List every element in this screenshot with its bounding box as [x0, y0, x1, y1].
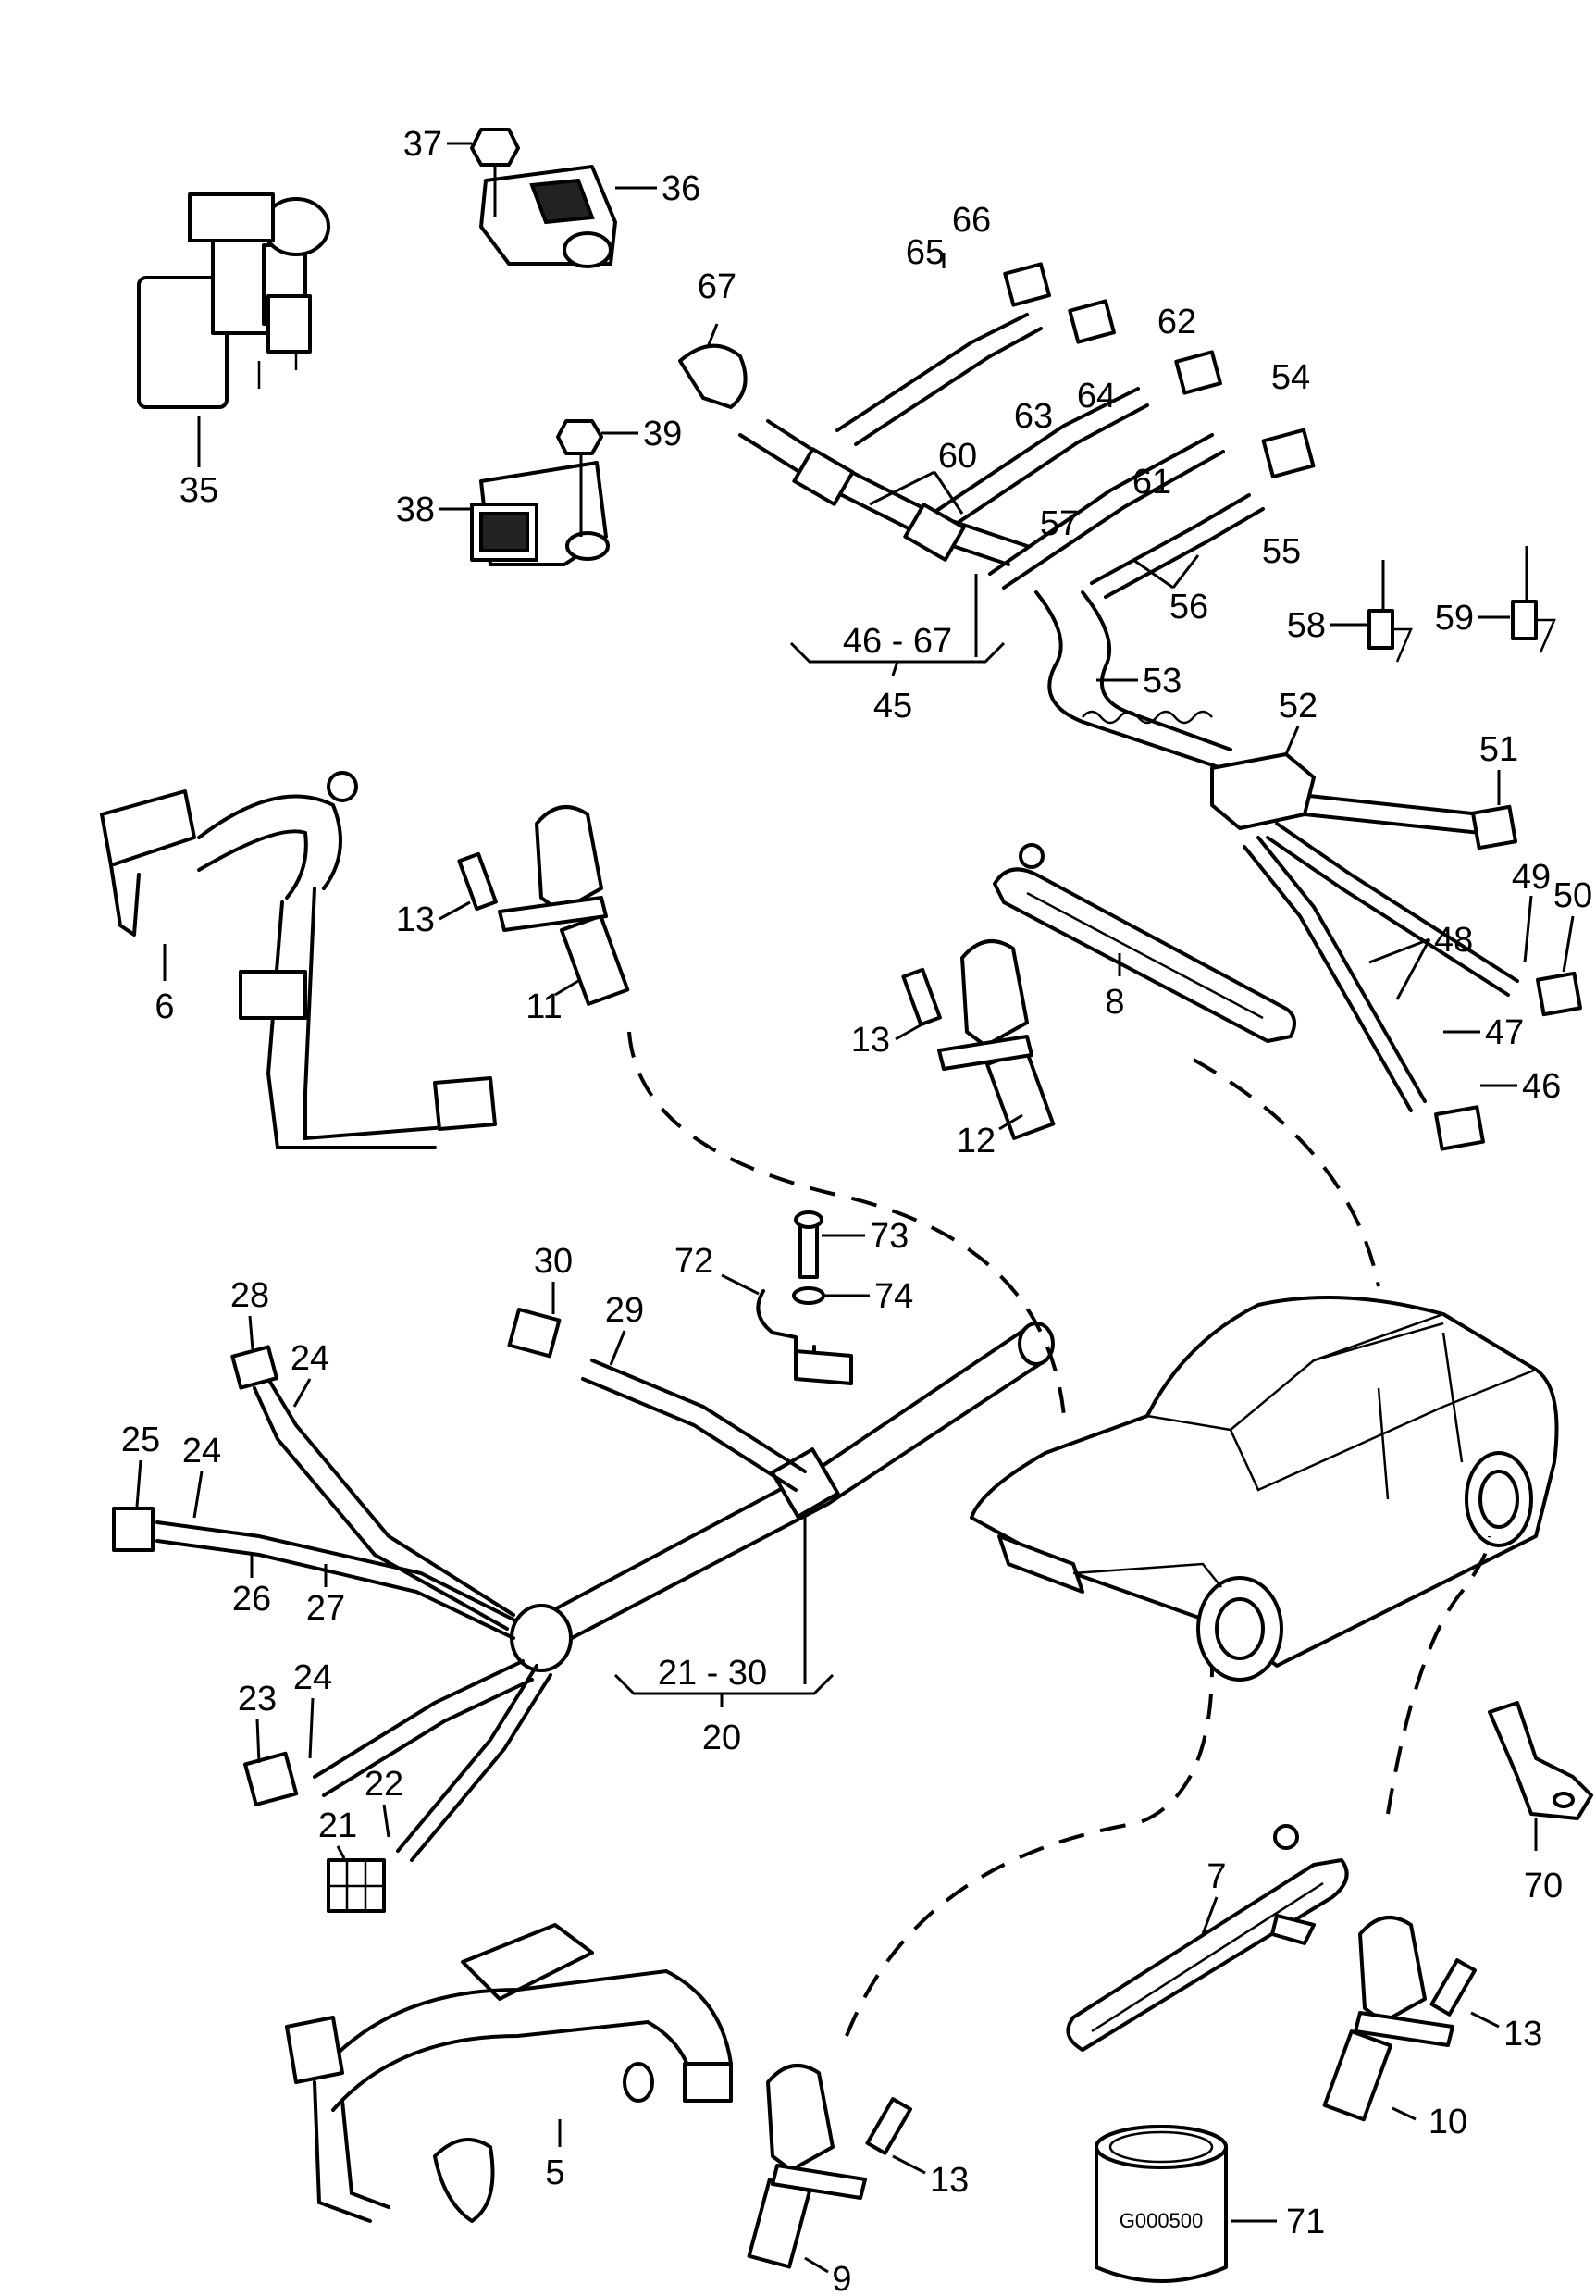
- callout-60: 60: [938, 437, 977, 476]
- sensor-10[interactable]: [1322, 1916, 1454, 2122]
- callout-38: 38: [396, 490, 435, 529]
- nut-37[interactable]: [470, 128, 520, 217]
- callout-8: 8: [1105, 983, 1124, 1022]
- callout-73: 73: [870, 1217, 909, 1256]
- callout-53: 53: [1143, 662, 1182, 701]
- callout-9: 9: [832, 2260, 851, 2296]
- callout-47: 47: [1485, 1013, 1524, 1052]
- callout-23: 23: [238, 1680, 277, 1719]
- callout-13-b: 13: [851, 1021, 890, 1060]
- car-outline: [970, 1296, 1559, 1682]
- leader-dashed-10: [1386, 1535, 1491, 1815]
- grease-can-label: G000500: [1120, 2209, 1204, 2232]
- callout-63: 63: [1014, 397, 1053, 436]
- callout-24-c: 24: [293, 1658, 332, 1697]
- callout-51: 51: [1479, 730, 1518, 769]
- callout-11: 11: [526, 987, 562, 1026]
- callout-55: 55: [1262, 532, 1301, 571]
- duct-5[interactable]: [285, 1923, 733, 2223]
- callout-7: 7: [1206, 1857, 1226, 1896]
- callout-13-a: 13: [396, 900, 435, 939]
- washer-74[interactable]: [792, 1286, 825, 1305]
- callout-72: 72: [674, 1242, 713, 1281]
- leader-dashed-9: [845, 1665, 1214, 2037]
- callout-22: 22: [365, 1765, 403, 1804]
- nut-39[interactable]: [556, 419, 603, 537]
- callout-35: 35: [179, 471, 218, 510]
- callout-66: 66: [952, 201, 991, 240]
- callout-24-b: 24: [182, 1432, 221, 1471]
- callout-49: 49: [1512, 858, 1551, 897]
- callout-57: 57: [1040, 504, 1079, 543]
- callout-58: 58: [1287, 606, 1326, 645]
- bolt-13-mid[interactable]: [901, 967, 942, 1027]
- callout-46: 46: [1522, 1067, 1561, 1106]
- callout-20: 20: [702, 1719, 741, 1757]
- grease-can-71[interactable]: G000500: [1095, 2125, 1228, 2283]
- callout-62: 62: [1157, 303, 1196, 341]
- callout-39: 39: [643, 415, 682, 453]
- bolt-13-bottom[interactable]: [865, 2097, 913, 2155]
- callout-67: 67: [698, 267, 736, 306]
- callout-48: 48: [1434, 921, 1473, 960]
- bolt-73[interactable]: [794, 1210, 823, 1279]
- callout-70: 70: [1524, 1867, 1563, 1905]
- bolt-13-upper[interactable]: [457, 851, 498, 912]
- callout-25: 25: [121, 1421, 160, 1459]
- callout-30: 30: [534, 1242, 573, 1281]
- callout-61: 61: [1132, 463, 1171, 502]
- callout-50: 50: [1553, 876, 1592, 915]
- callout-59: 59: [1435, 599, 1474, 638]
- callout-13-c: 13: [1503, 2015, 1542, 2054]
- callout-56: 56: [1169, 588, 1208, 627]
- callout-13-d: 13: [930, 2161, 969, 2200]
- callout-27: 27: [306, 1589, 345, 1628]
- leader-dashed-11: [627, 1031, 1066, 1417]
- callout-46-67: 46 - 67: [843, 622, 952, 661]
- duct-6[interactable]: [100, 771, 497, 1149]
- bracket-72[interactable]: [756, 1289, 853, 1385]
- callout-26: 26: [232, 1580, 271, 1619]
- callout-64: 64: [1077, 377, 1116, 416]
- callout-28: 28: [230, 1276, 269, 1315]
- callout-37: 37: [403, 125, 442, 164]
- bolt-13-right[interactable]: [1429, 1958, 1478, 2017]
- callout-24-a: 24: [291, 1339, 329, 1378]
- clip-59[interactable]: [1511, 546, 1556, 653]
- callout-74: 74: [874, 1277, 913, 1316]
- callout-45: 45: [873, 687, 912, 726]
- callout-52: 52: [1279, 687, 1318, 726]
- callout-65: 65: [906, 233, 945, 272]
- callout-12: 12: [957, 1122, 996, 1160]
- callout-71: 71: [1286, 2203, 1325, 2241]
- control-unit-assembly-35[interactable]: [137, 192, 330, 467]
- callout-6: 6: [155, 987, 174, 1026]
- callout-21-30: 21 - 30: [658, 1654, 767, 1693]
- callout-29: 29: [605, 1291, 644, 1330]
- sensor-9[interactable]: [747, 2064, 867, 2269]
- callout-10: 10: [1429, 2103, 1467, 2141]
- bracket-7[interactable]: [1066, 1824, 1349, 2052]
- callout-54: 54: [1271, 358, 1310, 397]
- clip-58[interactable]: [1367, 560, 1413, 663]
- callout-36: 36: [662, 169, 700, 208]
- wiring-harness-20[interactable]: [112, 1307, 1055, 1913]
- wiring-harness-45[interactable]: [678, 262, 1582, 1151]
- bracket-8[interactable]: [993, 843, 1296, 1043]
- bracket-70[interactable]: [1488, 1701, 1593, 1820]
- sensor-12[interactable]: [937, 939, 1056, 1140]
- sensor-36[interactable]: [479, 165, 617, 268]
- leader-dashed-12: [1193, 1058, 1380, 1287]
- sensor-38[interactable]: [470, 461, 610, 566]
- callout-5: 5: [545, 2153, 564, 2192]
- sensor-11[interactable]: [498, 805, 630, 1006]
- callout-21: 21: [318, 1806, 357, 1845]
